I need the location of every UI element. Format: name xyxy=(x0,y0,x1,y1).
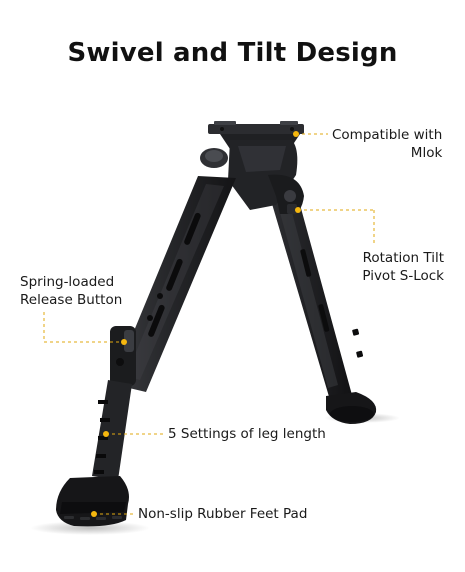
right-leg xyxy=(262,168,377,424)
rail-screw xyxy=(290,127,294,131)
callout-dot-spring xyxy=(121,339,127,345)
callout-dot-feet xyxy=(91,511,97,517)
callout-dot-settings xyxy=(103,431,109,437)
length-notch xyxy=(96,454,106,458)
foot-shadow-left xyxy=(30,521,150,535)
callout-spring-line1: Spring-loaded xyxy=(20,274,115,290)
callout-settings: 5 Settings of leg length xyxy=(168,425,326,443)
foot-grip-ridge xyxy=(96,517,106,520)
callout-feet-line1: Non-slip Rubber Feet Pad xyxy=(138,506,308,522)
callout-spring-line2: Release Button xyxy=(20,292,123,308)
left-foot-pad xyxy=(56,476,129,527)
callout-tilt: Rotation Tilt Pivot S-Lock xyxy=(330,249,444,285)
callout-mlok-line1: Compatible with xyxy=(332,127,443,143)
callout-spring: Spring-loaded Release Button xyxy=(20,273,122,309)
left-leg-slot xyxy=(148,304,165,337)
rail-screw xyxy=(220,127,224,131)
callout-mlok-line2: Mlok xyxy=(410,145,443,161)
callout-feet: Non-slip Rubber Feet Pad xyxy=(138,505,307,523)
callout-dot-mlok xyxy=(293,131,299,137)
right-leg-slot xyxy=(300,249,312,277)
callout-tilt-line1: Rotation Tilt xyxy=(362,250,444,266)
foot-grip-ridge xyxy=(64,516,74,519)
length-notch xyxy=(98,400,108,404)
foot-grip-ridge xyxy=(112,516,122,519)
left-leg-slot xyxy=(166,258,183,291)
leg-extension xyxy=(92,380,132,480)
callout-tilt-line2: Pivot S-Lock xyxy=(362,268,444,284)
right-leg-slot xyxy=(318,304,330,332)
length-notch xyxy=(100,418,110,422)
callout-dot-tilt xyxy=(295,207,301,213)
callout-settings-line1: 5 Settings of leg length xyxy=(168,426,326,442)
foot-grip-ridge xyxy=(80,517,90,520)
leader-lines xyxy=(43,133,375,515)
leader-dots xyxy=(91,131,301,517)
page-title: Swivel and Tilt Design xyxy=(67,38,398,68)
mlok-rail xyxy=(208,124,304,134)
length-notch xyxy=(94,470,104,474)
left-leg xyxy=(56,176,236,527)
length-notch xyxy=(98,436,108,440)
spring-release-button xyxy=(110,326,136,386)
left-leg-slot xyxy=(184,212,201,245)
tilt-lock-button xyxy=(287,204,297,214)
callout-mlok: Compatible with Mlok xyxy=(332,126,442,162)
top-mount xyxy=(200,121,304,214)
